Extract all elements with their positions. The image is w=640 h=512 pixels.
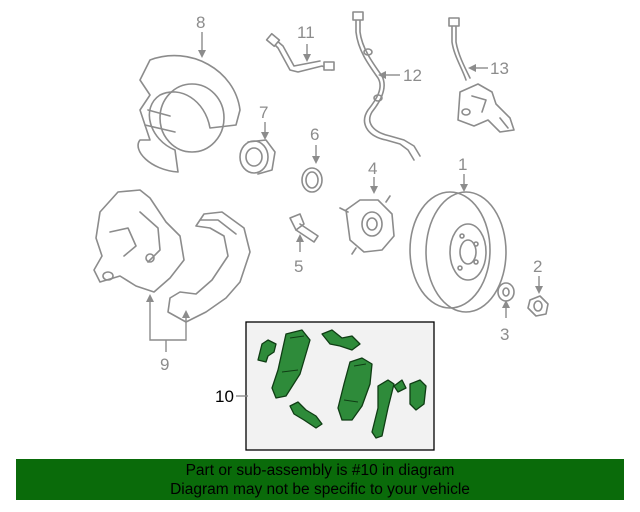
banner-line-1: Part or sub-assembly is #10 in diagram	[185, 462, 455, 479]
banner-line-2: Diagram may not be specific to your vehi…	[170, 481, 470, 498]
part-5-bolt[interactable]	[289, 213, 319, 243]
callout-13: 13	[490, 59, 509, 78]
part-11-brake-line[interactable]	[265, 32, 335, 73]
part-6-ring[interactable]	[301, 167, 323, 193]
callout-11: 11	[297, 23, 315, 42]
callout-12: 12	[403, 66, 422, 85]
callout-10: 10	[215, 387, 234, 406]
callout-5: 5	[294, 257, 303, 276]
part-13-abs-sensor[interactable]	[448, 17, 515, 133]
part-7-bearing[interactable]	[239, 139, 276, 175]
part-10-brake-pad-kit[interactable]	[257, 329, 427, 439]
callout-1: 1	[458, 155, 467, 174]
callout-6: 6	[310, 125, 319, 144]
part-12-abs-sensor-cable[interactable]	[352, 11, 421, 161]
callout-9: 9	[160, 355, 169, 374]
part-2-nut[interactable]	[527, 295, 549, 317]
callout-8: 8	[196, 13, 205, 32]
part-4-hub[interactable]	[339, 195, 395, 255]
callout-3: 3	[500, 325, 509, 344]
callout-4: 4	[368, 159, 377, 178]
callout-7: 7	[259, 103, 268, 122]
callout-2: 2	[533, 257, 542, 276]
parts-diagram: 8 7 11 6 12	[93, 11, 549, 451]
part-3-washer[interactable]	[497, 282, 515, 302]
part-9-caliper-bracket[interactable]	[93, 189, 251, 323]
part-1-rotor[interactable]	[409, 191, 507, 313]
info-banner: Part or sub-assembly is #10 in diagram D…	[16, 459, 624, 500]
part-8-dust-shield[interactable]	[137, 54, 241, 173]
